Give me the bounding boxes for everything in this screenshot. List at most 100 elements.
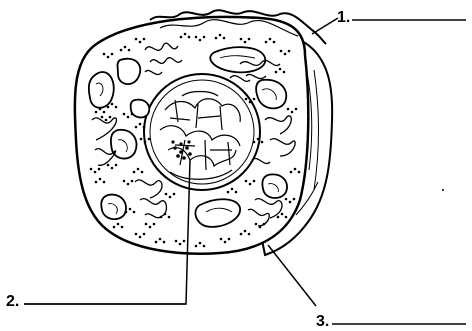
ribosome-dot [95, 111, 98, 114]
ribosome-dot [220, 238, 223, 241]
ribosome-dot [295, 108, 298, 111]
ribosome-dot [168, 216, 171, 219]
ribosome-dot [109, 116, 112, 119]
ribosome-dot [135, 38, 138, 41]
ribosome-dot [103, 181, 106, 184]
ribosome-dot [291, 111, 294, 114]
ribosome-dot [184, 33, 187, 36]
ribosome-dot [294, 168, 297, 171]
ribosome-dot [285, 216, 288, 219]
ribosome-dot [215, 37, 218, 40]
ribosome-dot [283, 71, 286, 74]
ribosome-dot [143, 233, 146, 236]
ribosome-dot [223, 37, 226, 40]
ribosome-dot [273, 41, 276, 44]
ribosome-dot [265, 41, 268, 44]
ribosome-dot [261, 141, 264, 144]
ribosome-dot [245, 98, 248, 101]
ribosome-dot [188, 36, 191, 39]
ribosome-dot [248, 233, 251, 236]
ribosome-dot [165, 193, 168, 196]
ribosome-dot [175, 240, 178, 243]
ribosome-dot [249, 101, 252, 104]
ribosome-dot [195, 36, 198, 39]
ribosome-dot [284, 53, 287, 56]
ribosome-dot [160, 216, 163, 219]
ribosome-dot [95, 181, 98, 184]
leader-line-1 [312, 18, 338, 34]
ribosome-dot [224, 241, 227, 244]
ribosome-dot [173, 193, 176, 196]
ribosome-dot [159, 238, 162, 241]
callout-number-2: 2. [6, 293, 19, 310]
callout-number-3: 3. [316, 313, 329, 330]
ribosome-dot [111, 167, 114, 170]
ribosome-dot [275, 71, 278, 74]
ribosome-dot [139, 123, 142, 126]
ribosome-dot [179, 243, 182, 246]
ribosome-dot [127, 183, 130, 186]
ribosome-dot [105, 119, 108, 122]
ribosome-dot [263, 223, 266, 226]
ribosome-dot [298, 171, 301, 174]
ribosome-dot [235, 191, 238, 194]
ribosome-dot [103, 111, 106, 114]
ribosome-dot [121, 226, 124, 229]
ribosome-dot [101, 116, 104, 119]
ribosome-dot [293, 198, 296, 201]
ribosome-dot [240, 233, 243, 236]
ribosome-dot [164, 213, 167, 216]
ribosome-dot [107, 56, 110, 59]
ribosome-dot [231, 188, 234, 191]
ribosome-dot [140, 138, 143, 141]
ribosome-dot [255, 223, 258, 226]
ribosome-dot [123, 113, 126, 116]
ribosome-dot [203, 36, 206, 39]
callout-number-1: 1. [337, 9, 350, 26]
ribosome-dot [99, 178, 102, 181]
ribosome-dot [131, 113, 134, 116]
ribosome-dot [249, 183, 252, 186]
ribosome-dot [244, 41, 247, 44]
ribosome-dot [139, 236, 142, 239]
ribosome-dot [153, 223, 156, 226]
stray-speck [442, 189, 444, 191]
ribosome-dot [287, 108, 290, 111]
ribosome-dot [279, 68, 282, 71]
ribosome-dot [281, 213, 284, 216]
ribosome-dot [288, 50, 291, 53]
ribosome-dot [127, 116, 130, 119]
ribosome-dot [133, 171, 136, 174]
ribosome-dot [155, 241, 158, 244]
ribosome-dot [137, 168, 140, 171]
ribosome-dot [125, 211, 128, 214]
ribosome-dot [98, 168, 101, 171]
ribosome-dot [240, 38, 243, 41]
ribosome-dot [143, 38, 146, 41]
ribosome-dot [253, 98, 256, 101]
ribosome-dot [111, 53, 114, 56]
ribosome-dot [143, 126, 146, 129]
ribosome-dot [149, 226, 152, 229]
ribosome-dot [94, 171, 97, 174]
ribosome-dot [129, 208, 132, 211]
ribosome-dot [277, 216, 280, 219]
ribosome-dot [199, 39, 202, 42]
ribosome-dot [103, 53, 106, 56]
ribosome-dot [144, 141, 147, 144]
ribosome-dot [145, 223, 148, 226]
ribosome-dot [139, 41, 142, 44]
ribosome-dot [133, 211, 136, 214]
ribosome-dot [107, 106, 110, 109]
ribosome-dot [227, 191, 230, 194]
ribosome-dot [128, 49, 131, 52]
ribosome-dot [123, 180, 126, 183]
ribosome-dot [259, 226, 262, 229]
ribosome-dot [180, 36, 183, 39]
leader-line-3 [268, 245, 316, 306]
ribosome-dot [107, 164, 110, 167]
ribosome-dot [120, 49, 123, 52]
ribosome-dot [269, 38, 272, 41]
